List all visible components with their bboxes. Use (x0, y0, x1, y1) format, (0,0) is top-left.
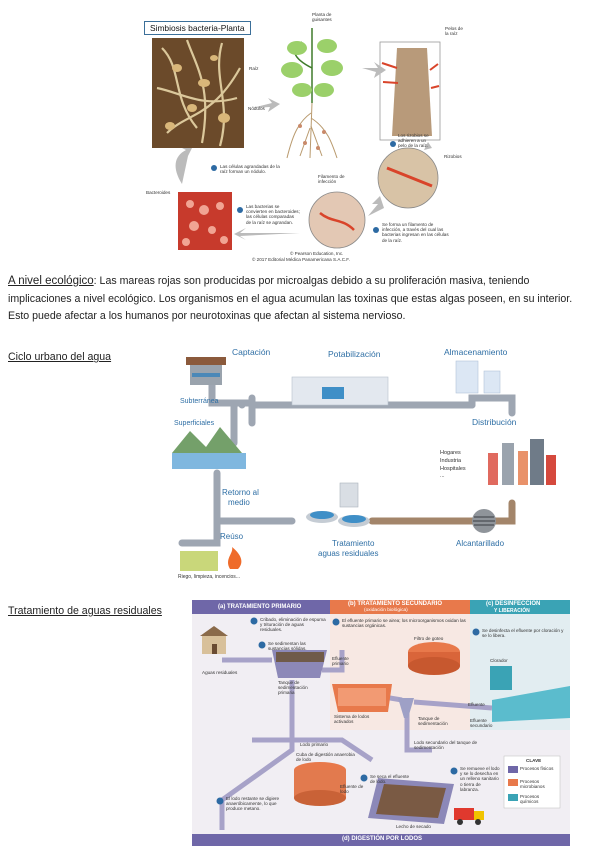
symbiosis-figure: Simbiosis bacteria-Planta Planta de guis… (142, 8, 463, 264)
label-dots: ... (440, 473, 445, 479)
label-raiz: Raíz (249, 66, 259, 71)
label-efluente-primario: Efluente primario (332, 656, 349, 667)
label-clorador: Clorador (490, 658, 508, 663)
wastewater-illustration (200, 614, 570, 830)
label-efluente-lodo: Efluente de lodo (340, 784, 364, 795)
label-hospitales: Hospitales (440, 466, 466, 472)
label-lecho: Lecho de secado (396, 824, 431, 829)
label-potabilizacion: Potabilización (328, 349, 381, 359)
label-lodo-secundario: Lodo secundario del tanque de sedimentac… (414, 740, 478, 751)
water-cycle-figure: Captación Potabilización Almacenamiento … (172, 343, 572, 588)
label-almacenamiento: Almacenamiento (444, 347, 508, 357)
label-filtro: Filtro de goteo (414, 636, 444, 641)
label-efluente-secundario: Efluente secundario (470, 718, 493, 729)
label-nodulos: Nódulos (248, 106, 265, 111)
header-disinfect (470, 600, 570, 614)
step-4-text: Las células agrandadas de la raíz forman… (220, 164, 280, 175)
step-2-text: Se sedimentan las sustancias sólidas. (268, 641, 307, 652)
header-d-text: (d) DIGESTIÓN POR LODOS (342, 836, 423, 842)
label-lodo-primario: Lodo primario (300, 742, 329, 747)
header-c2-text: Y LIBERACIÓN (494, 608, 530, 614)
label-filamento: Filamento de infección (318, 174, 345, 185)
legend-item-physical: Procesos físicos (520, 766, 554, 771)
label-captacion: Captación (232, 347, 271, 357)
step-1-text: Los rizobios se adhieren a un pelo de la… (398, 133, 429, 149)
paragraph-text: : Las mareas rojas son producidas por mi… (8, 275, 573, 322)
step-3-text: Las bacterias se convierten en bacteroid… (246, 204, 300, 225)
label-pelos: Pelos de la raíz (445, 26, 463, 37)
legend-item-chemical: Procesos químicos (520, 794, 540, 805)
symbiosis-illustration (152, 28, 441, 250)
copyright-line-1: © Pearson Education, Inc. (290, 251, 344, 256)
paragraph-heading: A nivel ecológico (8, 275, 94, 287)
label-rizobios: Rizobios (444, 154, 462, 159)
step-6-text: Se seca el efluente de lodo. (370, 774, 410, 785)
header-c1-text: (c) DESINFECCIÓN (486, 601, 541, 607)
figure-title: Simbiosis bacteria-Planta (144, 21, 251, 35)
label-sistema: Sistema de lodos activados (334, 714, 370, 725)
label-tratamiento-1: Tratamiento (332, 539, 375, 548)
step-5-text: El lodo restante se digiere anaeróbicame… (226, 796, 280, 812)
label-planta: Planta de guisantes (312, 12, 332, 23)
header-digest (192, 834, 570, 846)
water-cycle-illustration (172, 357, 556, 571)
label-bacteroides: Bacteroides (146, 190, 171, 195)
label-alcantarillado: Alcantarillado (456, 539, 505, 548)
legend-title: CLAVE (526, 758, 542, 763)
label-subterranea: Subterránea (180, 398, 219, 405)
legend-item-microbial: Procesos microbianos (520, 779, 545, 790)
copyright-line-2: © 2017 Editorial Médica Panamericana S.A… (252, 257, 350, 262)
step-3-text: El efluente primario se airea; los micro… (342, 618, 466, 629)
label-distribucion: Distribución (472, 417, 517, 427)
ecological-paragraph: A nivel ecológico: Las mareas rojas son … (8, 273, 592, 326)
header-b1-text: (b) TRATAMIENTO SECUNDARIO (348, 601, 442, 607)
header-a-text: (a) TRATAMIENTO PRIMARIO (218, 604, 302, 610)
label-tratamiento-2: aguas residuales (318, 549, 379, 558)
step-7-text: Se remueve el lodo y se lo desecha en un… (460, 766, 500, 792)
label-hogares: Hogares (440, 450, 461, 456)
label-superficiales: Superficiales (174, 420, 215, 427)
step-1-text: Cribado, eliminación de espuma y tritura… (260, 617, 326, 633)
header-primary (192, 600, 330, 614)
label-cuba: Cuba de digestión anaerobia de lodo (296, 752, 355, 763)
header-secondary (330, 600, 470, 614)
label-retorno-1: Retorno al (222, 488, 259, 497)
wastewater-figure: (a) TRATAMIENTO PRIMARIO (b) TRATAMIENTO… (192, 600, 570, 846)
section-heading-tratamiento: Tratamiento de aguas residuales (8, 605, 162, 617)
step-2-text: Se forma un filamento de infección, a tr… (382, 222, 449, 243)
label-retorno-2: medio (228, 498, 250, 507)
label-reuso: Reúso (220, 532, 244, 541)
label-industria: Industria (440, 458, 462, 464)
label-tanque-sedimentacion: Tanque de sedimentación (418, 716, 448, 727)
label-riego: Riego, limpieza, incencios... (178, 574, 240, 580)
label-efluente: Efluente (468, 702, 485, 707)
step-4-text: Se desinfecta el efluente por cloración … (482, 628, 564, 639)
label-aguas: Aguas residuales (202, 670, 238, 675)
header-b2-text: (oxidación biológica) (364, 608, 408, 613)
label-tanque-primario: Tanque de sedimentación primaria (278, 680, 308, 696)
section-heading-ciclo: Ciclo urbano del agua (8, 351, 112, 363)
